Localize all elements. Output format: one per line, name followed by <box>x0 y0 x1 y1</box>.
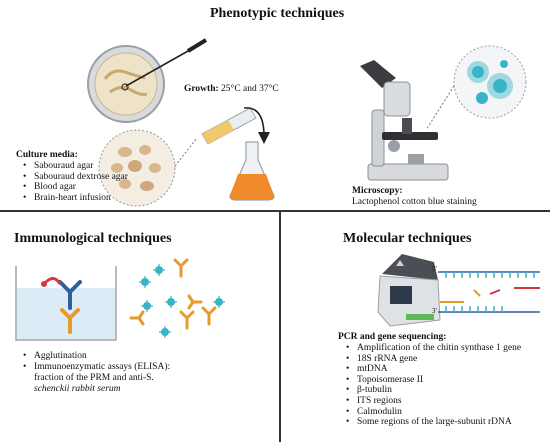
microscope-icon <box>360 60 449 181</box>
arrow-icon <box>243 107 270 144</box>
list-item: Agglutination <box>23 351 284 362</box>
growth-label-value: 25°C and 37°C <box>218 84 279 94</box>
inoculation-loop-icon <box>125 38 208 87</box>
list-item: β-tubulin <box>346 385 550 396</box>
molecular-list: Amplification of the chitin synthase 1 g… <box>343 343 550 428</box>
vertical-divider <box>279 211 281 442</box>
list-item: Sabouraud agar <box>23 161 128 172</box>
list-item: Topoisomerase II <box>346 375 550 386</box>
growth-label-title: Growth: <box>184 84 219 94</box>
dna-label-5prime: 5' <box>432 265 437 273</box>
list-item: ITS regions <box>346 396 550 407</box>
antibodies-antigens-icon <box>129 258 225 338</box>
petri-dish-icon <box>87 45 165 123</box>
agglutination-container-icon <box>15 266 117 341</box>
pcr-machine-icon <box>377 254 441 327</box>
list-item: Immunoenzymatic assays (ELISA): <box>23 362 284 373</box>
culture-media-list: Sabouraud agar Sabouraud dextrose agar B… <box>20 161 128 203</box>
growth-label: Growth: 25°C and 37°C <box>184 84 279 95</box>
list-item: mtDNA <box>346 364 550 375</box>
list-item: Amplification of the chitin synthase 1 g… <box>346 343 550 354</box>
horizontal-divider <box>0 210 550 212</box>
list-item: Some regions of the large-subunit rDNA <box>346 417 550 428</box>
test-tube-icon <box>201 107 257 145</box>
list-item: Calmodulin <box>346 407 550 418</box>
list-item: Blood agar <box>23 182 128 193</box>
erlenmeyer-flask-icon <box>229 141 275 201</box>
title-molecular: Molecular techniques <box>343 231 472 246</box>
list-item: Sabouraud dextrose agar <box>23 172 128 183</box>
title-immunological: Immunological techniques <box>14 231 172 246</box>
immunological-item-continuation: schenckii rabbit serum <box>34 384 121 394</box>
dna-strands-icon <box>438 271 540 313</box>
immunological-item-continuation: fraction of the PRM and anti-S. <box>34 373 154 383</box>
microscopy-title: Microscopy: <box>352 186 403 196</box>
list-item: Brain-heart infusion <box>23 193 128 204</box>
title-phenotypic: Phenotypic techniques <box>210 6 345 21</box>
culture-media-title: Culture media: <box>16 150 78 160</box>
immunological-list: Agglutination Immunoenzymatic assays (EL… <box>20 351 284 372</box>
microscopy-value: Lactophenol cotton blue staining <box>352 197 477 207</box>
list-item: 18S rRNA gene <box>346 354 550 365</box>
microscopy-magnified-icon <box>425 45 527 131</box>
dna-label-3prime: 3' <box>432 307 437 315</box>
pcr-title: PCR and gene sequencing: <box>338 332 447 342</box>
